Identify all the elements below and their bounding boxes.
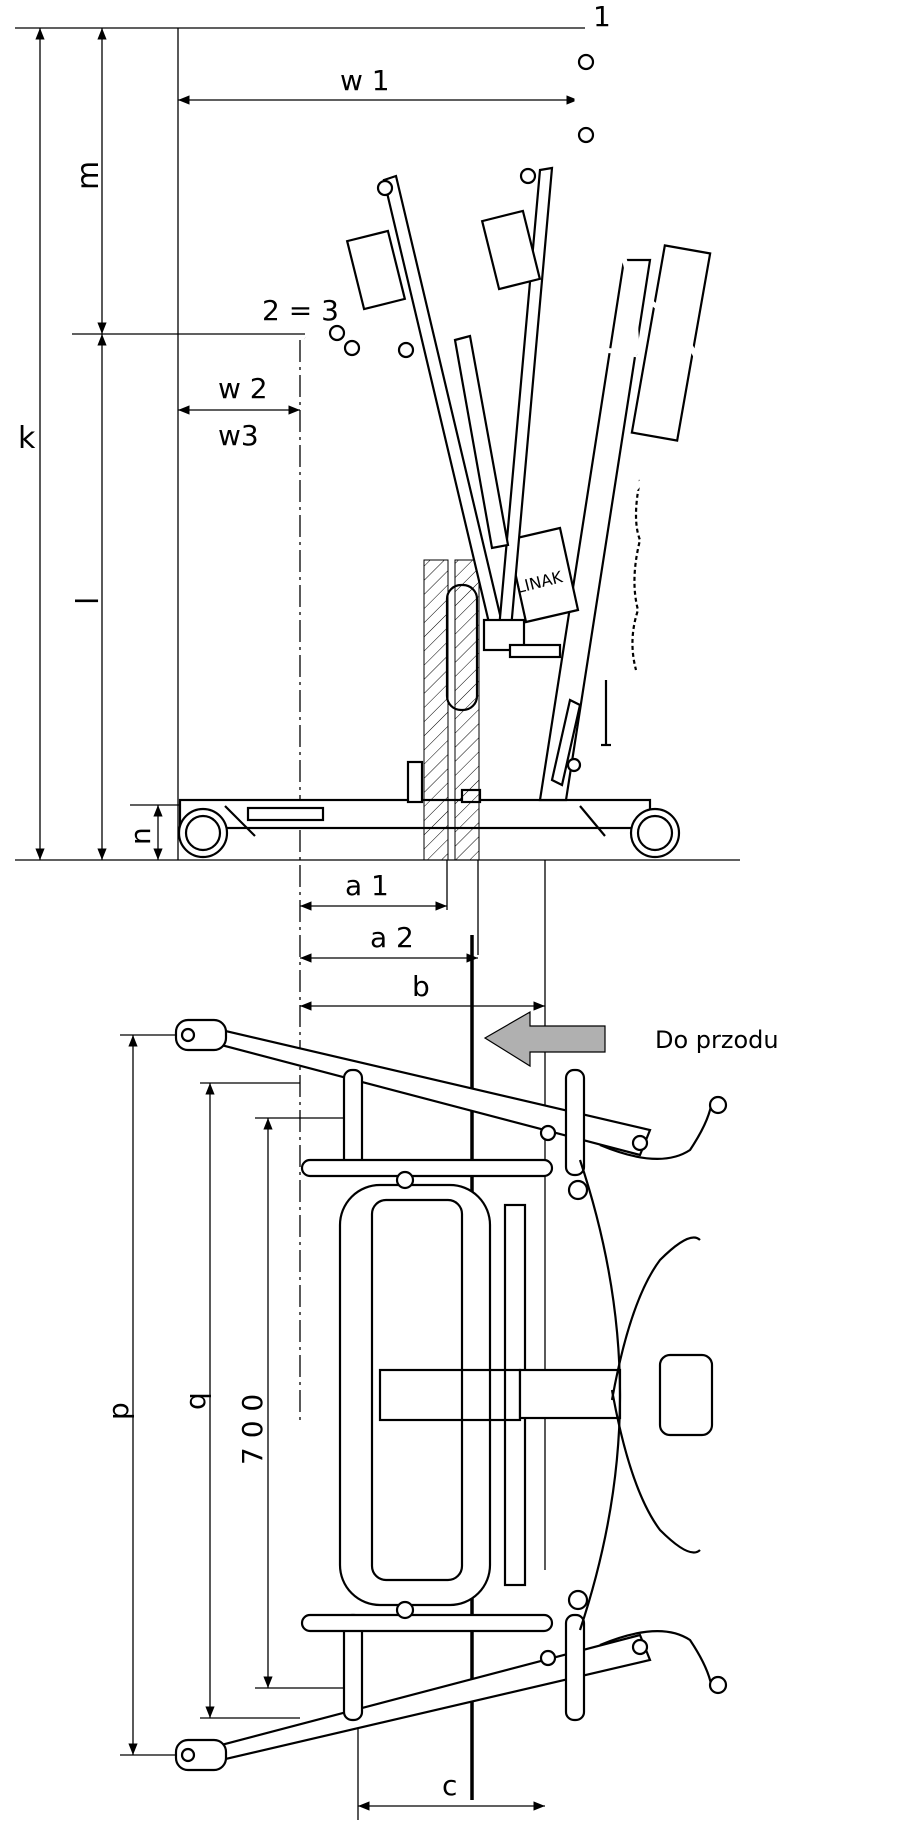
mast-bracket [550,698,582,787]
sling-bar-rear [345,229,407,311]
lifting-arm-mid [453,334,510,550]
label-q: q [179,1392,212,1410]
mast [538,258,652,802]
handle-arc-top [610,1236,701,1401]
handle-grip-bottom [564,1613,586,1722]
hook-2b [343,339,361,357]
hook-2c [397,341,415,359]
platform-knob-top [395,1170,415,1190]
push-handle-bottom [599,1630,714,1691]
front-caster-bottom [631,1638,649,1656]
hook-1a [577,53,595,71]
base-bracket [224,805,256,837]
label-k: k [18,421,36,456]
label-b: b [412,970,430,1003]
joint-bottom [567,1589,589,1611]
leg-pivot-bottom [539,1649,557,1667]
actuator-cable [631,479,642,671]
top-view [120,860,728,1820]
base-bracket-front [579,805,606,837]
joint-top [567,1179,589,1201]
label-p: p [102,1402,135,1420]
side-view: LINAK [15,27,740,1420]
hook-2a [328,324,346,342]
label-l: l [71,597,106,605]
arm-knob-rear [376,179,394,197]
mast-base [518,1368,622,1420]
forward-arrow-icon [483,1010,606,1068]
leg-bottom-bolt [180,1747,196,1763]
control-box [506,526,580,624]
label-w2: w 2 [218,372,268,405]
label-forward: Do przodu [655,1026,779,1054]
leg-top-bolt [180,1027,196,1043]
sling-bar-front [480,209,542,291]
control-box-top [658,1353,714,1437]
handle-arc-bottom [610,1389,701,1554]
label-m: m [71,161,106,190]
label-n: n [124,827,157,845]
frame-curve [578,1159,622,1631]
leg-top-caster [174,1018,228,1052]
leg-pivot-top [539,1124,557,1142]
cross-tube-bottom [300,1613,554,1633]
knee-pad-position-1 [423,559,449,861]
standing-platform [338,1183,492,1607]
leg-bottom-caster [174,1738,228,1772]
label-w1: w 1 [340,64,390,97]
handle-grip-top [564,1068,586,1177]
label-w3: w3 [218,419,259,452]
knee-pad [445,583,479,712]
label-c: c [442,1769,457,1802]
front-caster-top [631,1134,649,1152]
label-position-2-3: 2 = 3 [262,294,339,327]
pivot-plate [508,643,562,659]
platform-inner [370,1198,464,1582]
mast-knob [566,757,582,773]
base-label-plate [246,806,325,822]
push-handle-top [599,1099,714,1160]
hook-1b [577,126,595,144]
label-a1: a 1 [345,869,389,902]
base-frame [178,798,652,830]
label-position-1: 1 [593,0,611,33]
arm-knob-front [519,167,537,185]
handle-knob-bottom [708,1675,728,1695]
platform-knob-bottom [395,1600,415,1620]
cross-tube-top [300,1158,554,1178]
label-a2: a 2 [370,921,414,954]
foot-plate-post [406,760,424,804]
front-wheel-hub [636,814,674,852]
rear-wheel-hub [184,814,222,852]
label-700: 7 0 0 [236,1394,269,1465]
handle-knob-top [708,1095,728,1115]
